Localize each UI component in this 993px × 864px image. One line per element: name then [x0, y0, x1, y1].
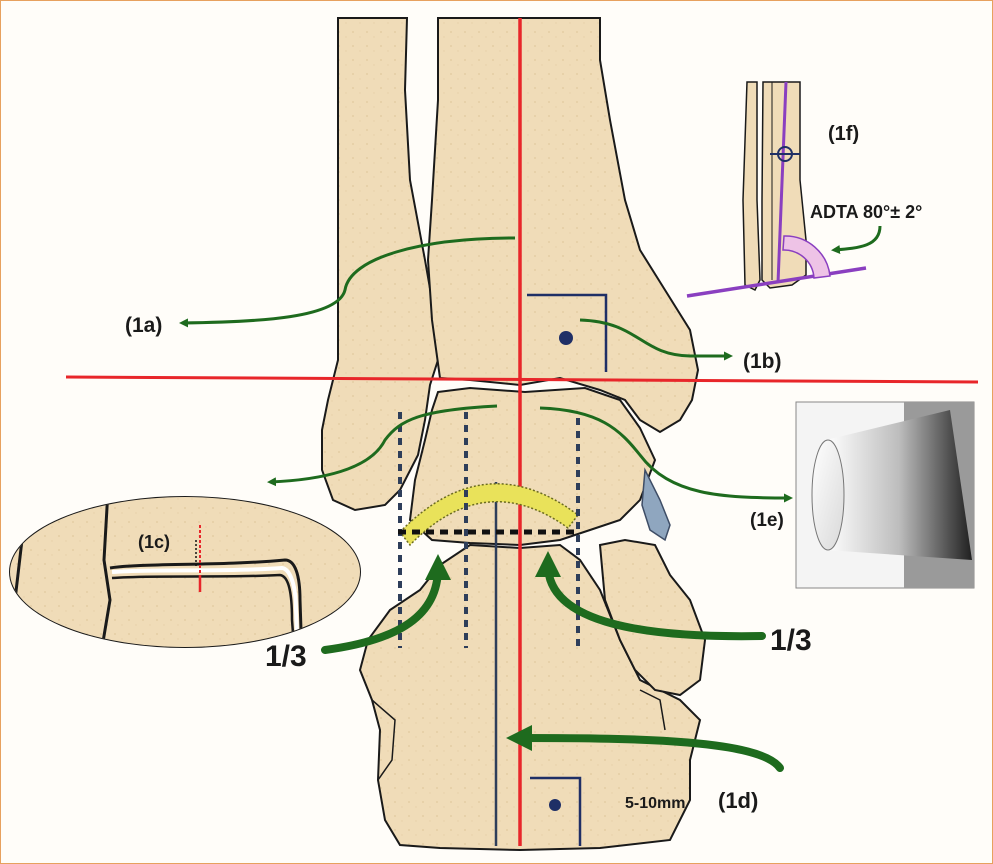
cylinder-cone-icon [796, 402, 974, 588]
label-third-right: 1/3 [770, 624, 812, 657]
center-dot-icon-lower [549, 799, 561, 811]
inset-1f [687, 82, 880, 296]
center-dot-icon-upper [559, 331, 573, 345]
inset-1c [0, 490, 370, 660]
label-1f: (1f) [828, 123, 859, 145]
label-1b: (1b) [743, 350, 782, 373]
label-1e: (1e) [750, 510, 784, 531]
arrow-icon-1f [834, 226, 880, 250]
label-1d: (1d) [718, 788, 758, 813]
fibula [322, 18, 438, 510]
label-third-left: 1/3 [265, 640, 307, 673]
deltoid-ligament [642, 470, 670, 540]
tibia [428, 18, 698, 432]
label-range: 5-10mm [625, 795, 685, 812]
label-adta: ADTA 80°± 2° [810, 202, 922, 222]
label-1a: (1a) [125, 314, 162, 337]
label-1c: (1c) [138, 532, 170, 552]
